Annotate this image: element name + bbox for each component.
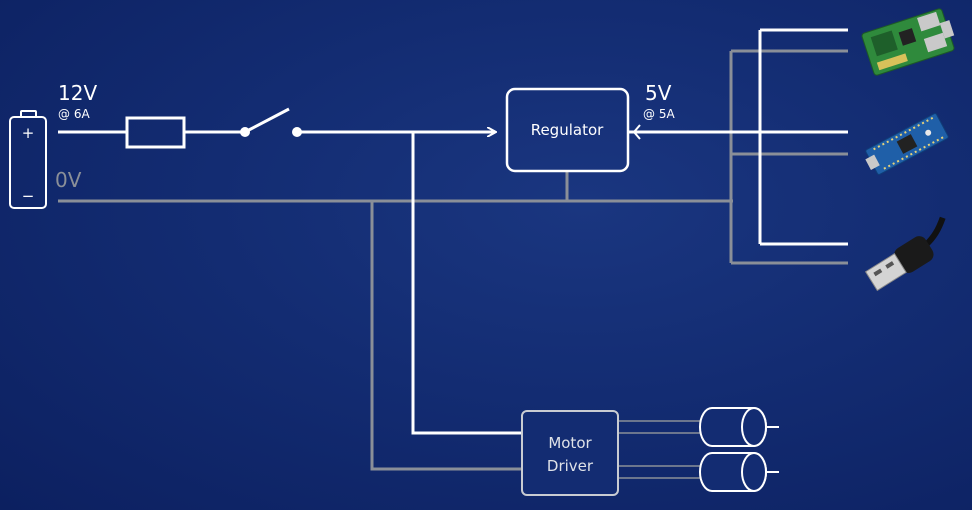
positive-12v-wires bbox=[58, 132, 522, 435]
rail-5v-voltage: 5V bbox=[645, 81, 672, 105]
battery-icon: + − bbox=[9, 110, 47, 209]
motor-icon-1 bbox=[699, 407, 779, 447]
motor-driver-label-line1: Motor bbox=[548, 434, 592, 452]
positive-5v-wires bbox=[629, 28, 848, 246]
motor-driver-supply bbox=[411, 132, 522, 435]
fuse-symbol bbox=[125, 116, 186, 149]
rail-5v-current: @ 5A bbox=[643, 107, 675, 121]
battery-minus-label: − bbox=[22, 187, 35, 205]
rail-12v-voltage: 12V bbox=[58, 81, 97, 105]
motor-icon-2 bbox=[699, 452, 779, 492]
regulator-label: Regulator bbox=[531, 121, 604, 139]
regulator-block: Regulator bbox=[505, 87, 630, 173]
switch-symbol bbox=[240, 107, 302, 137]
ground-wires bbox=[58, 49, 848, 479]
rail-12v-current: @ 6A bbox=[58, 107, 90, 121]
battery-plus-label: + bbox=[22, 124, 35, 142]
raspberry-pi-board-icon bbox=[861, 8, 955, 76]
arduino-nano-board-icon bbox=[865, 113, 949, 175]
usb-plug-icon bbox=[864, 216, 946, 292]
motor-driver-ground bbox=[370, 201, 522, 471]
motor-driver-label-line2: Driver bbox=[547, 457, 594, 475]
motor-driver-block: Motor Driver bbox=[521, 410, 619, 496]
rail-0v-label: 0V bbox=[55, 168, 82, 192]
